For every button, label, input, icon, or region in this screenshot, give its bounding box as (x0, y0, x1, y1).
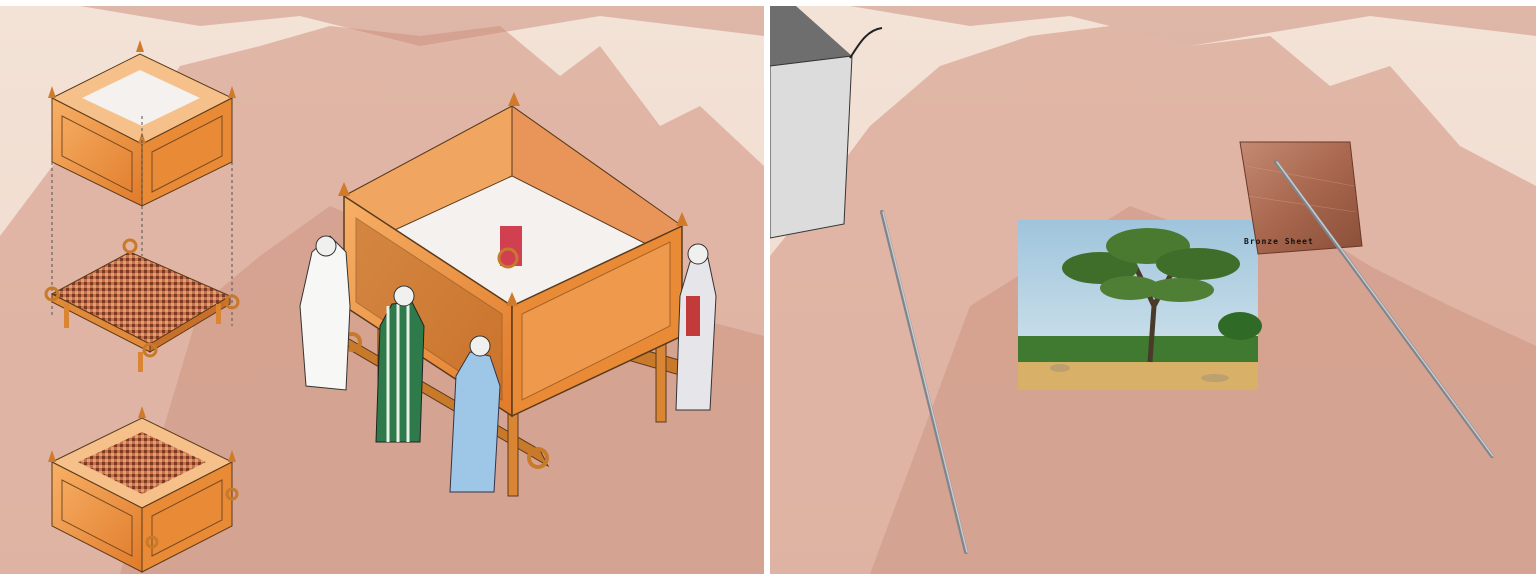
acacia-tree-photo (1018, 220, 1262, 390)
right-scene-svg: Bronze Sheet (770, 6, 1536, 574)
right-panel-materials: Bronze Sheet (770, 6, 1536, 574)
left-scene-svg (0, 6, 764, 574)
bronze-sheet-label: Bronze Sheet (1244, 237, 1314, 246)
left-panel-illustration (0, 6, 764, 574)
